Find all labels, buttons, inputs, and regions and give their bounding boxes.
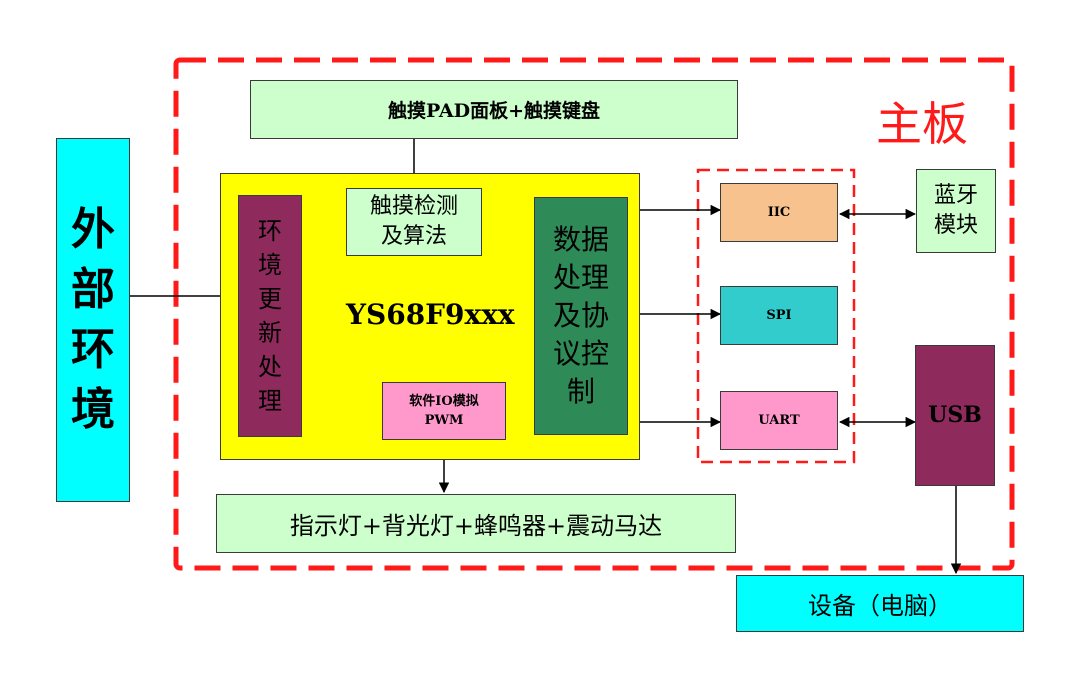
pwm-line1: 软件IO模拟 xyxy=(409,394,479,409)
data-proc-line: 处理 xyxy=(552,261,609,294)
data-proc-line: 数据 xyxy=(552,223,609,256)
device-label: 设备（电脑） xyxy=(808,592,952,620)
usb-block: USB xyxy=(915,345,995,486)
bluetooth-line2: 模块 xyxy=(933,213,978,238)
external-env-char: 环 xyxy=(71,324,115,375)
iic-label: IIC xyxy=(767,205,791,220)
touch-panel-block: 触摸PAD面板+触摸键盘 xyxy=(250,80,738,139)
device-block: 设备（电脑） xyxy=(736,575,1024,632)
spi-label: SPI xyxy=(766,308,792,323)
bluetooth-line1: 蓝牙 xyxy=(933,183,978,208)
data-proc-block: 数据 处理 及协 议控 制 xyxy=(534,197,628,435)
env-update-block: 环 境 更 新 处 理 xyxy=(238,195,302,437)
env-update-char: 新 xyxy=(258,319,282,347)
external-env-char: 境 xyxy=(71,384,115,435)
chip-label: YS68F9xxx xyxy=(346,298,515,331)
touch-detect-line1: 触摸检测 xyxy=(369,194,458,219)
bluetooth-block: 蓝牙 模块 xyxy=(916,169,996,253)
data-proc-line: 议控 xyxy=(552,337,609,370)
external-env-char: 部 xyxy=(71,264,115,315)
indicator-label: 指示灯+背光灯+蜂鸣器+震动马达 xyxy=(289,512,663,540)
usb-label: USB xyxy=(928,402,982,428)
data-proc-line: 制 xyxy=(566,375,595,408)
indicator-block: 指示灯+背光灯+蜂鸣器+震动马达 xyxy=(216,494,736,553)
env-update-char: 境 xyxy=(258,251,282,279)
iic-block: IIC xyxy=(720,183,838,242)
touch-detect-line2: 及算法 xyxy=(380,224,447,249)
env-update-char: 更 xyxy=(258,285,282,313)
mainboard-border xyxy=(173,57,1015,571)
env-update-char: 处 xyxy=(258,353,282,381)
touch-panel-label: 触摸PAD面板+触摸键盘 xyxy=(387,100,601,122)
uart-label: UART xyxy=(758,413,800,428)
env-update-char: 理 xyxy=(258,387,282,415)
pwm-line2: PWM xyxy=(424,413,464,428)
mainboard-label: 主板 xyxy=(876,97,968,151)
pwm-block: 软件IO模拟 PWM xyxy=(382,382,506,440)
external-env-block: 外 部 环 境 xyxy=(56,138,130,502)
external-env-char: 外 xyxy=(71,204,115,255)
uart-block: UART xyxy=(720,391,838,450)
data-proc-line: 及协 xyxy=(552,299,609,332)
env-update-char: 环 xyxy=(258,217,282,245)
spi-block: SPI xyxy=(720,286,838,345)
touch-detect-block: 触摸检测 及算法 xyxy=(346,188,482,256)
